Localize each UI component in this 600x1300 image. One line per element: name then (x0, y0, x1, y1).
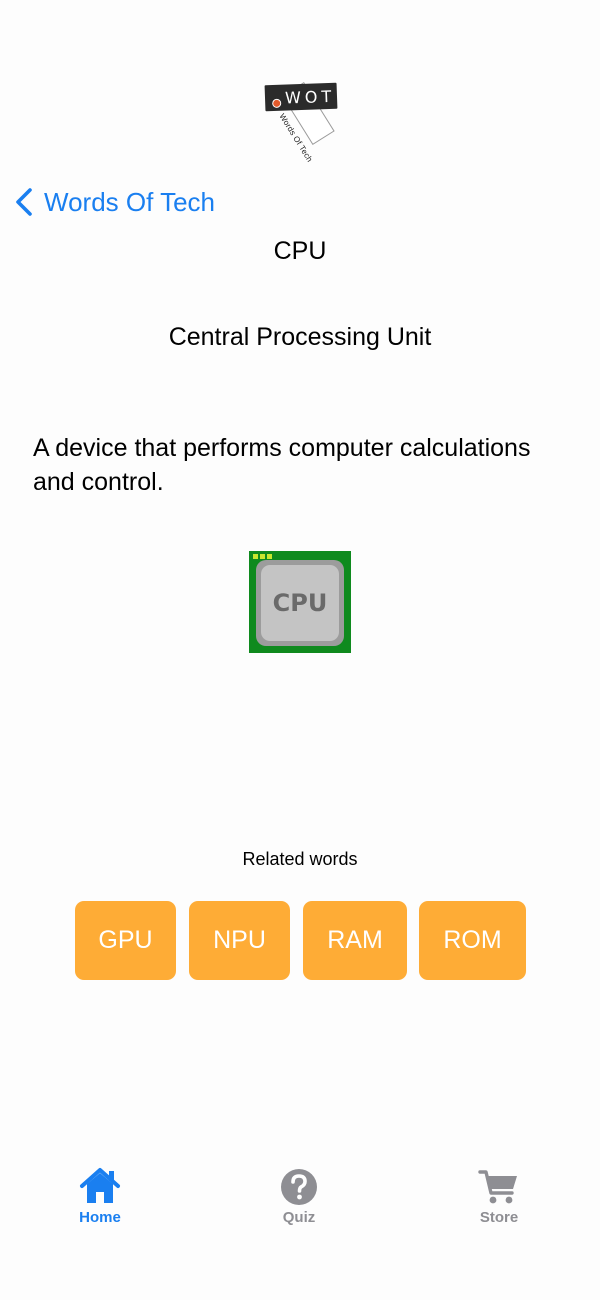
back-button[interactable]: Words Of Tech (12, 180, 215, 224)
cpu-chip-label: CPU (273, 589, 328, 617)
cpu-chip-image: CPU (249, 551, 351, 653)
logo-text: WOT (284, 86, 336, 108)
logo-bar: WOT (264, 82, 338, 112)
back-button-label: Words Of Tech (44, 187, 215, 217)
related-word-npu-button[interactable]: NPU (189, 901, 290, 980)
term-definition: A device that performs computer calculat… (33, 434, 531, 496)
related-words-title: Related words (242, 849, 358, 869)
related-word-gpu-button[interactable]: GPU (75, 901, 176, 980)
app-logo: Words Of Tech WOT (259, 80, 341, 164)
tab-bar: Home Quiz Store (0, 1160, 600, 1240)
logo-dot (272, 98, 282, 109)
related-word-ram-button[interactable]: RAM (303, 901, 407, 980)
tab-store-label: Store (479, 1209, 519, 1226)
tab-home[interactable]: Home (40, 1160, 160, 1240)
house-icon (80, 1168, 120, 1203)
chevron-left-icon (16, 188, 32, 216)
term-title: CPU (273, 237, 327, 265)
tab-home-label: Home (79, 1209, 121, 1226)
tab-store[interactable]: Store (439, 1160, 559, 1240)
term-expansion: Central Processing Unit (168, 323, 432, 351)
question-mark-circle-icon (281, 1169, 317, 1205)
related-word-rom-button[interactable]: ROM (419, 901, 526, 980)
cart-icon (478, 1170, 517, 1204)
tab-quiz-label: Quiz (282, 1209, 316, 1226)
tab-quiz[interactable]: Quiz (239, 1160, 359, 1240)
